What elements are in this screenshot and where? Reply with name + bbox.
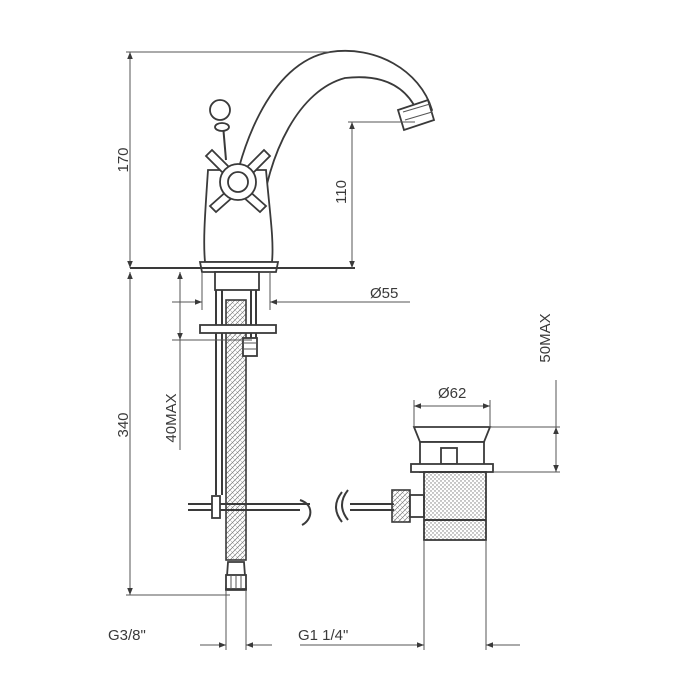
dimension-lines (126, 51, 560, 650)
label-40max: 40MAX (163, 393, 180, 442)
label-g38: G3/8" (108, 627, 146, 644)
label-110: 110 (333, 180, 350, 204)
label-340: 340 (115, 412, 132, 437)
drain-body (423, 471, 487, 541)
drain-assembly (335, 426, 494, 541)
dimension-labels: 170 110 Ø55 340 40MAX Ø62 50MAX G3/8" G1… (108, 147, 554, 644)
supply-assembly (188, 271, 312, 591)
spout (226, 50, 434, 226)
faucet-assembly (130, 50, 436, 273)
label-50max: 50MAX (537, 313, 554, 362)
supply-hose (225, 299, 247, 561)
cross-handle (204, 148, 272, 214)
label-170: 170 (115, 147, 132, 172)
label-g114: G1 1/4" (298, 627, 348, 644)
lever-knob (209, 99, 231, 121)
label-62: Ø62 (438, 385, 466, 402)
label-55: Ø55 (370, 285, 398, 302)
drain-nut (391, 489, 411, 523)
drain-head (412, 426, 492, 443)
